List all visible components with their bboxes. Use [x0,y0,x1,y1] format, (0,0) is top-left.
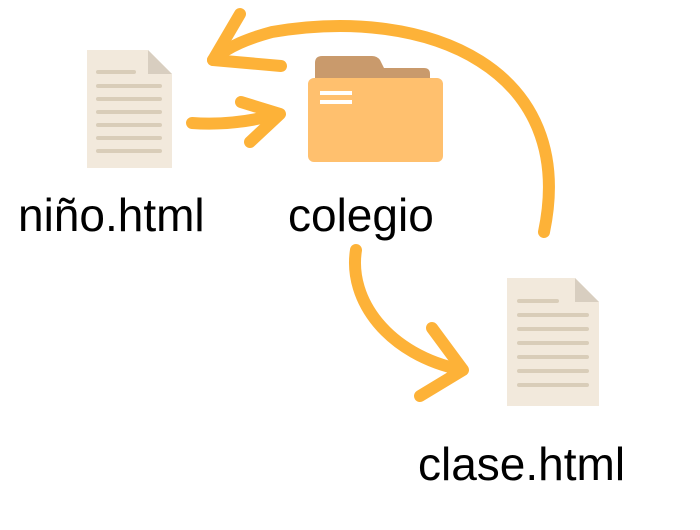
folder-stripe-1 [320,91,352,95]
class-file-lines [517,299,589,387]
class-file-fold [575,278,599,302]
class-file-label: clase.html [418,438,625,490]
child-file-fold [148,50,172,74]
arrow-child-to-folder [186,96,286,148]
class-file-icon [507,278,599,406]
child-file-lines [96,70,162,153]
folder-icon [308,56,443,162]
folder-stripe-2 [320,100,352,104]
folder-front [308,78,443,162]
folder-label: colegio [288,189,434,241]
arrow-folder-to-class [349,244,469,402]
child-file-icon [87,50,172,168]
arrow-return-to-child [207,8,555,238]
child-file-label: niño.html [18,189,205,241]
